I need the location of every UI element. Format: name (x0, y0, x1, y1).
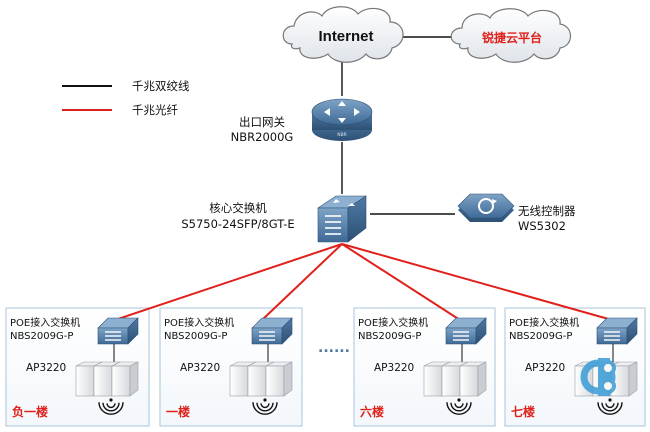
access-switch-label: POE接入交换机 (164, 316, 234, 329)
router-badge: NBR (337, 132, 347, 138)
fiber-core-floor-b1 (114, 243, 343, 321)
access-switch-model: NBS2009G-P (509, 331, 572, 342)
access-switch-label: POE接入交换机 (358, 316, 428, 329)
wireless-controller-icon (457, 193, 515, 222)
floors: POE接入交换机 NBS2009G-P AP3220 负一楼 POE接入交换机 NBS20… (10, 316, 638, 419)
controller-label: 无线控制器 (518, 204, 576, 218)
router-model: NBR2000G (231, 130, 294, 144)
fiber-core-floor-6 (341, 243, 461, 321)
ruijie-cloud-shape (450, 8, 572, 63)
router-icon: NBR (311, 98, 373, 141)
ap-label: AP3220 (525, 362, 565, 374)
router-label: 出口网关 (239, 115, 285, 129)
links (114, 36, 613, 321)
floor-label: 六楼 (360, 404, 384, 419)
controller-model: WS5302 (518, 219, 566, 233)
access-point-icon (229, 361, 293, 397)
ap-label: AP3220 (26, 362, 66, 374)
internet-label: Internet (318, 28, 373, 45)
cloud-platform-label: 锐捷云平台 (482, 30, 542, 45)
floor-label: 七楼 (511, 404, 535, 419)
access-switch-model: NBS2009G-P (164, 331, 227, 342)
access-switch-model: NBS2009G-P (358, 331, 421, 342)
floor-b1: POE接入交换机 NBS2009G-P AP3220 负一楼 (10, 316, 139, 419)
floor-1: POE接入交换机 NBS2009G-P AP3220 一楼 (164, 316, 293, 419)
access-switch-model: NBS2009G-P (10, 331, 73, 342)
ap-label: AP3220 (180, 362, 220, 374)
ruijie-cloud: 锐捷云平台 (450, 8, 572, 63)
internet-cloud: Internet (282, 6, 404, 63)
access-point-icon (75, 361, 139, 397)
internet-cloud-shape (282, 6, 404, 63)
legend-label-copper: 千兆双绞线 (132, 79, 190, 93)
wifi-signal-icon (98, 398, 124, 415)
access-switch-icon (97, 317, 139, 345)
cb-logo-watermark (580, 358, 616, 396)
legend: 千兆双绞线 千兆光纤 (62, 79, 190, 117)
access-switch-label: POE接入交换机 (509, 316, 579, 329)
legend-label-fiber: 千兆光纤 (132, 103, 178, 117)
access-switch-icon (251, 317, 293, 345)
access-switch-icon (596, 317, 638, 345)
ap-label: AP3220 (374, 362, 414, 374)
access-switch-icon (445, 317, 487, 345)
fiber-core-floor-1 (261, 243, 343, 321)
core-switch-model: S5750-24SFP/8GT-E (181, 217, 294, 231)
more-floors-ellipsis: ...... (318, 340, 350, 356)
core-switch-icon (317, 195, 367, 243)
floor-label: 一楼 (166, 404, 190, 419)
fiber-core-floor-7 (341, 243, 613, 321)
floor-6: POE接入交换机 NBS2009G-P AP3220 六楼 (358, 316, 487, 419)
access-switch-label: POE接入交换机 (10, 316, 80, 329)
access-point-icon (423, 361, 487, 397)
floor-label: 负一楼 (12, 404, 48, 419)
wifi-signal-icon (252, 398, 278, 415)
core-switch-label: 核心交换机 (209, 201, 267, 215)
wifi-signal-icon (446, 398, 472, 415)
wifi-signal-icon (597, 398, 623, 415)
